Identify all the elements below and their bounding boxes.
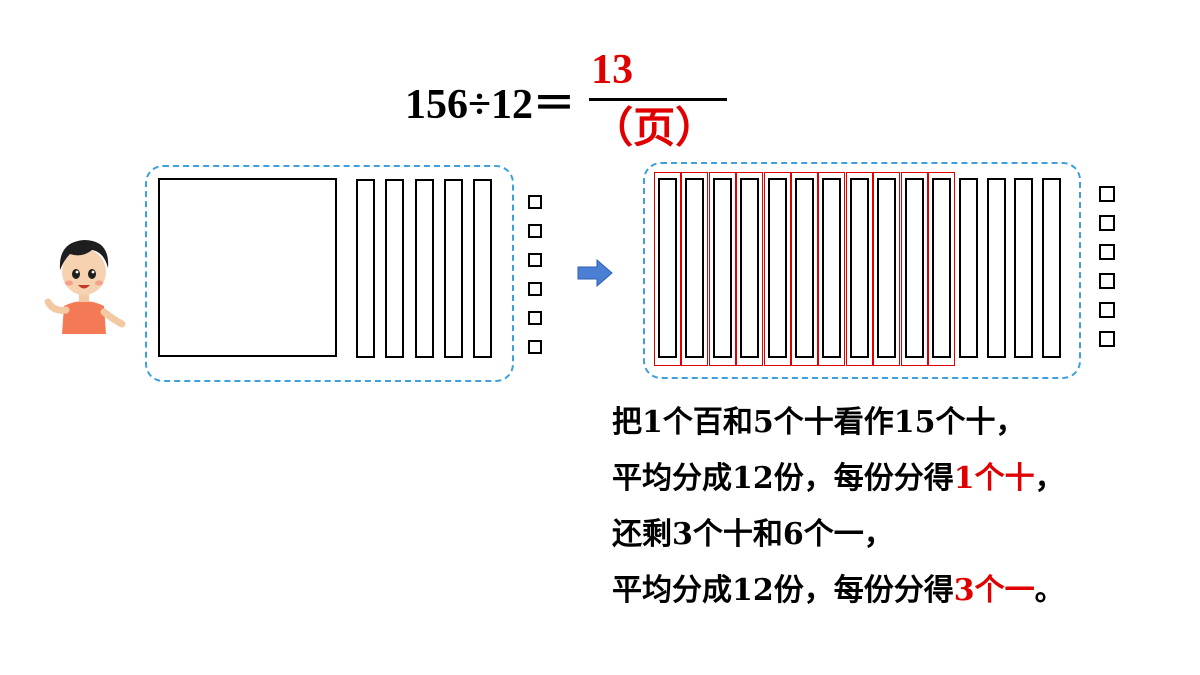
highlighted-ten-box bbox=[900, 172, 928, 366]
boy-character-icon bbox=[44, 240, 126, 334]
line-2-prefix: 平均分成12份，每份分得 bbox=[612, 461, 954, 496]
highlighted-ten-box bbox=[708, 172, 736, 366]
highlighted-ten-box bbox=[818, 172, 846, 366]
ten-rod bbox=[473, 179, 493, 358]
right-arrow-icon bbox=[577, 259, 613, 287]
equation-expression: 156÷12＝ bbox=[405, 81, 576, 128]
one-cube bbox=[528, 340, 542, 354]
hundred-block bbox=[158, 178, 337, 357]
ten-rod bbox=[685, 178, 705, 358]
ten-rod bbox=[356, 179, 375, 358]
highlighted-ten-box bbox=[654, 172, 681, 366]
line-4-prefix: 平均分成12份，每份分得 bbox=[612, 573, 954, 608]
one-cube bbox=[1099, 302, 1115, 318]
one-cube bbox=[528, 195, 542, 209]
ten-rod bbox=[1014, 178, 1034, 358]
ten-rod bbox=[877, 178, 897, 358]
ten-rod bbox=[904, 178, 924, 358]
ten-rod bbox=[767, 178, 787, 358]
equation-answer-text: 13（页） bbox=[591, 46, 718, 152]
highlighted-ten-box bbox=[928, 172, 955, 366]
explanation-line-2: 平均分成12份，每份分得1个十， bbox=[612, 451, 1065, 507]
one-cube bbox=[1099, 244, 1115, 260]
answer-underline bbox=[589, 97, 728, 101]
equation: 156÷12＝ 13（页） bbox=[405, 47, 728, 152]
ten-rod bbox=[959, 178, 979, 358]
ten-rod bbox=[658, 178, 677, 358]
ten-rod bbox=[712, 178, 732, 358]
ten-rod bbox=[795, 178, 814, 358]
left-dashed-group bbox=[145, 165, 514, 382]
ten-rod bbox=[822, 178, 842, 358]
one-cube bbox=[1099, 186, 1115, 202]
ten-rod bbox=[385, 179, 405, 358]
ten-rod bbox=[932, 178, 951, 358]
one-cube bbox=[528, 253, 542, 267]
highlighted-ten-box bbox=[791, 172, 818, 366]
ten-rod bbox=[443, 179, 463, 358]
right-dashed-group bbox=[643, 162, 1081, 379]
highlighted-ten-box bbox=[681, 172, 709, 366]
ten-rod bbox=[986, 178, 1006, 358]
one-cube bbox=[528, 311, 542, 325]
highlighted-ten-box bbox=[873, 172, 901, 366]
highlighted-ten-box bbox=[845, 172, 873, 366]
line-4-suffix: 。 bbox=[1034, 573, 1065, 608]
line-4-highlight: 3个一 bbox=[953, 573, 1035, 608]
ten-rod bbox=[1041, 178, 1061, 358]
ten-rod bbox=[740, 178, 760, 358]
line-2-highlight: 1个十 bbox=[953, 461, 1035, 496]
highlighted-ten-box bbox=[736, 172, 764, 366]
one-cube bbox=[1099, 273, 1115, 289]
one-cube bbox=[528, 282, 542, 296]
explanation-text: 把1个百和5个十看作15个十， 平均分成12份，每份分得1个十， 还剩3个十和6… bbox=[612, 395, 1065, 619]
ten-rod bbox=[849, 178, 869, 358]
explanation-line-1: 把1个百和5个十看作15个十， bbox=[612, 405, 1026, 440]
equation-answer: 13（页） bbox=[589, 46, 728, 155]
ten-rod bbox=[414, 179, 434, 358]
highlighted-ten-box bbox=[763, 172, 791, 366]
line-2-suffix: ， bbox=[1034, 461, 1065, 496]
one-cube bbox=[1099, 331, 1115, 347]
one-cube bbox=[1099, 215, 1115, 231]
explanation-line-4: 平均分成12份，每份分得3个一。 bbox=[612, 563, 1065, 619]
one-cube bbox=[528, 224, 542, 238]
explanation-line-3: 还剩3个十和6个一， bbox=[612, 517, 894, 552]
